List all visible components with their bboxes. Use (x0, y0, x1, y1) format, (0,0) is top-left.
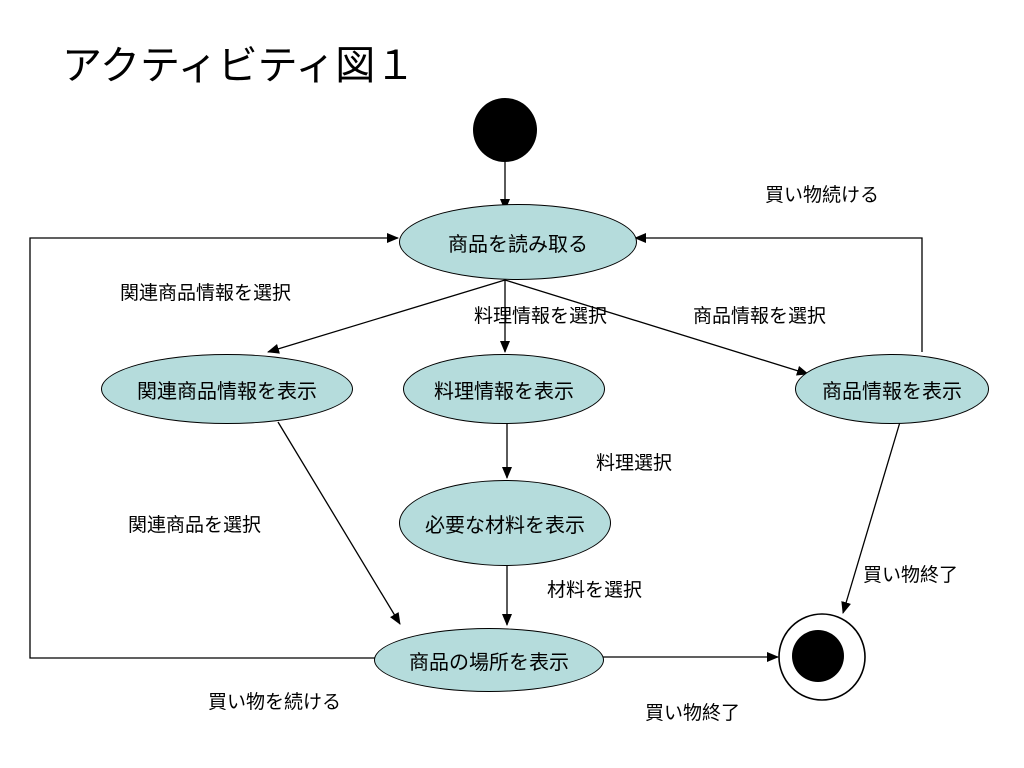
final-node-core (792, 630, 844, 682)
label-select-recipe: 料理選択 (596, 452, 673, 474)
action-read-product: 商品を読み取る (399, 204, 637, 280)
action-show-related-product-info-label: 関連商品情報を表示 (137, 378, 317, 403)
action-show-required-materials-label: 必要な材料を表示 (425, 512, 585, 537)
edge-related-to-location (277, 421, 401, 625)
page-title: アクティビティ図１ (62, 43, 416, 89)
label-select-material: 材料を選択 (547, 579, 643, 601)
edge-read-to-related (267, 279, 506, 354)
edge-read-to-product-info (504, 279, 809, 376)
label-continue-shopping-top: 買い物続ける (765, 184, 880, 206)
label-select-related-product-info: 関連商品情報を選択 (120, 282, 292, 304)
label-end-shopping-right: 買い物終了 (863, 564, 959, 586)
edge-location-loop-back (29, 233, 399, 659)
label-select-product-info: 商品情報を選択 (693, 305, 827, 327)
label-end-shopping-bottom: 買い物終了 (645, 702, 741, 724)
label-select-related-product: 関連商品を選択 (128, 514, 262, 536)
action-show-product-location-label: 商品の場所を表示 (409, 649, 569, 674)
action-show-product-info-label: 商品情報を表示 (822, 378, 962, 403)
start-node (473, 98, 537, 162)
edge-product-info-to-final (841, 421, 901, 614)
action-show-required-materials: 必要な材料を表示 (399, 480, 611, 566)
label-select-recipe-info: 料理情報を選択 (474, 305, 608, 327)
label-continue-shopping-bottom: 買い物を続ける (208, 691, 342, 713)
action-show-product-location: 商品の場所を表示 (374, 628, 604, 692)
edge-product-info-loop-back (634, 233, 923, 352)
action-show-related-product-info: 関連商品情報を表示 (101, 354, 353, 424)
action-read-product-label: 商品を読み取る (448, 231, 588, 256)
action-show-recipe-info-label: 料理情報を表示 (434, 378, 574, 403)
action-show-recipe-info: 料理情報を表示 (403, 354, 605, 424)
action-show-product-info: 商品情報を表示 (795, 354, 989, 424)
